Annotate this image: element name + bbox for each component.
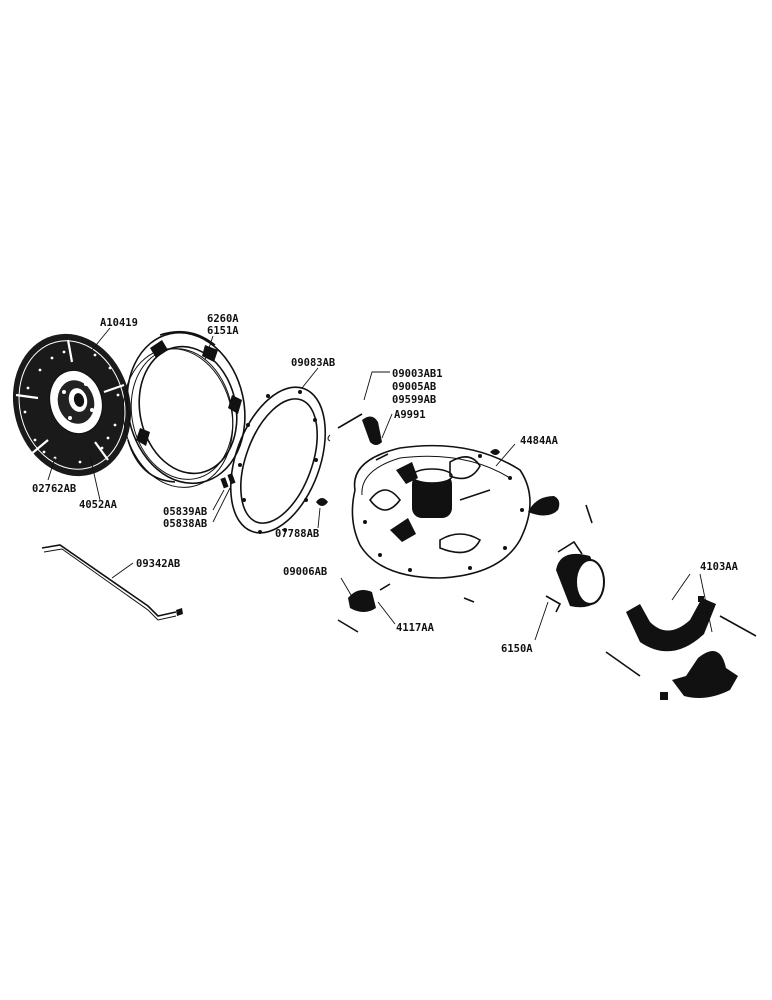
label-6151a: 6151A xyxy=(207,325,239,337)
label-a10419: A10419 xyxy=(100,317,138,329)
label-05838ab: 05838AB xyxy=(163,518,207,530)
pressure-plate xyxy=(122,330,246,488)
label-4052aa: 4052AA xyxy=(79,499,118,511)
lower-lever-set xyxy=(337,583,475,633)
studs xyxy=(220,473,236,489)
label-09005ab: 09005AB xyxy=(392,381,436,393)
adapter-plate xyxy=(351,444,531,579)
label-4117aa: 4117AA xyxy=(396,622,435,634)
lever-rod xyxy=(41,544,183,621)
leader-lines xyxy=(47,327,713,641)
clip-07788ab xyxy=(316,498,328,506)
label-09083ab: 09083AB xyxy=(291,357,335,369)
label-4103aa: 4103AA xyxy=(700,561,739,573)
yoke-halves xyxy=(605,596,757,700)
label-09599ab: 09599AB xyxy=(392,394,436,406)
label-09003ab1: 09003AB1 xyxy=(392,368,443,380)
release-bearing xyxy=(545,540,605,613)
upper-lever-set xyxy=(327,413,389,461)
label-a9991: A9991 xyxy=(394,409,426,421)
gasket-ring xyxy=(229,386,327,534)
label-02762ab: 02762AB xyxy=(32,483,76,495)
label-6260a: 6260A xyxy=(207,313,239,325)
label-07788ab: 07788AB xyxy=(275,528,319,540)
right-lever-set xyxy=(490,449,593,524)
label-05839ab: 05839AB xyxy=(163,506,207,518)
label-4484aa: 4484AA xyxy=(520,435,559,447)
label-09342ab: 09342AB xyxy=(136,558,180,570)
part-labels: A10419 6260A 6151A 09083AB 09003AB1 0900… xyxy=(32,313,739,655)
label-09006ab: 09006AB xyxy=(283,566,327,578)
label-6150a: 6150A xyxy=(501,643,533,655)
clutch-disc xyxy=(12,333,132,477)
